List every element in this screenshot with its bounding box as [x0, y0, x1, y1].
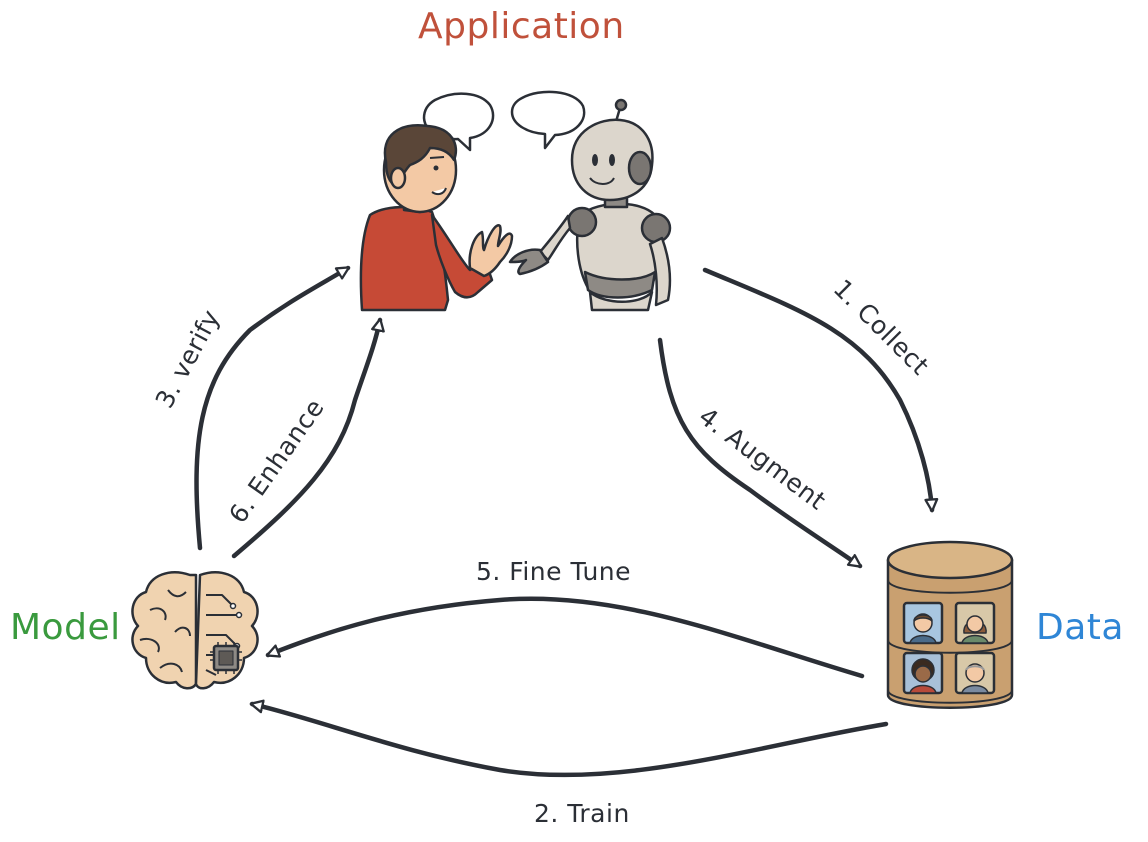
face-icon [954, 601, 996, 645]
person-icon [359, 124, 514, 312]
augment-arrow [657, 337, 863, 569]
database-icon [886, 540, 1014, 709]
data-label: Data [1036, 607, 1124, 648]
speech-bubble-icon [510, 90, 586, 150]
enhance-label: 6. Enhance [223, 393, 330, 528]
collect-arrow [702, 267, 939, 513]
enhance-arrow [231, 317, 385, 559]
train-arrow [249, 699, 889, 778]
face-icon [902, 601, 944, 645]
verify-label: 3. verify [150, 305, 226, 413]
fine-tune-arrow [265, 596, 865, 679]
edge-labels: 1. Collect 2. Train 3. verify 4. Augment… [150, 274, 935, 828]
train-label: 2. Train [534, 799, 630, 828]
collect-label: 1. Collect [828, 274, 935, 381]
robot-icon [508, 98, 672, 312]
face-icon [902, 651, 944, 695]
arrows [194, 265, 939, 778]
application-label: Application [418, 6, 625, 47]
face-icon [954, 651, 996, 695]
brain-chip-icon [131, 571, 259, 690]
verify-arrow [194, 265, 351, 551]
fine-tune-label: 5. Fine Tune [476, 557, 631, 586]
model-label: Model [10, 607, 121, 648]
